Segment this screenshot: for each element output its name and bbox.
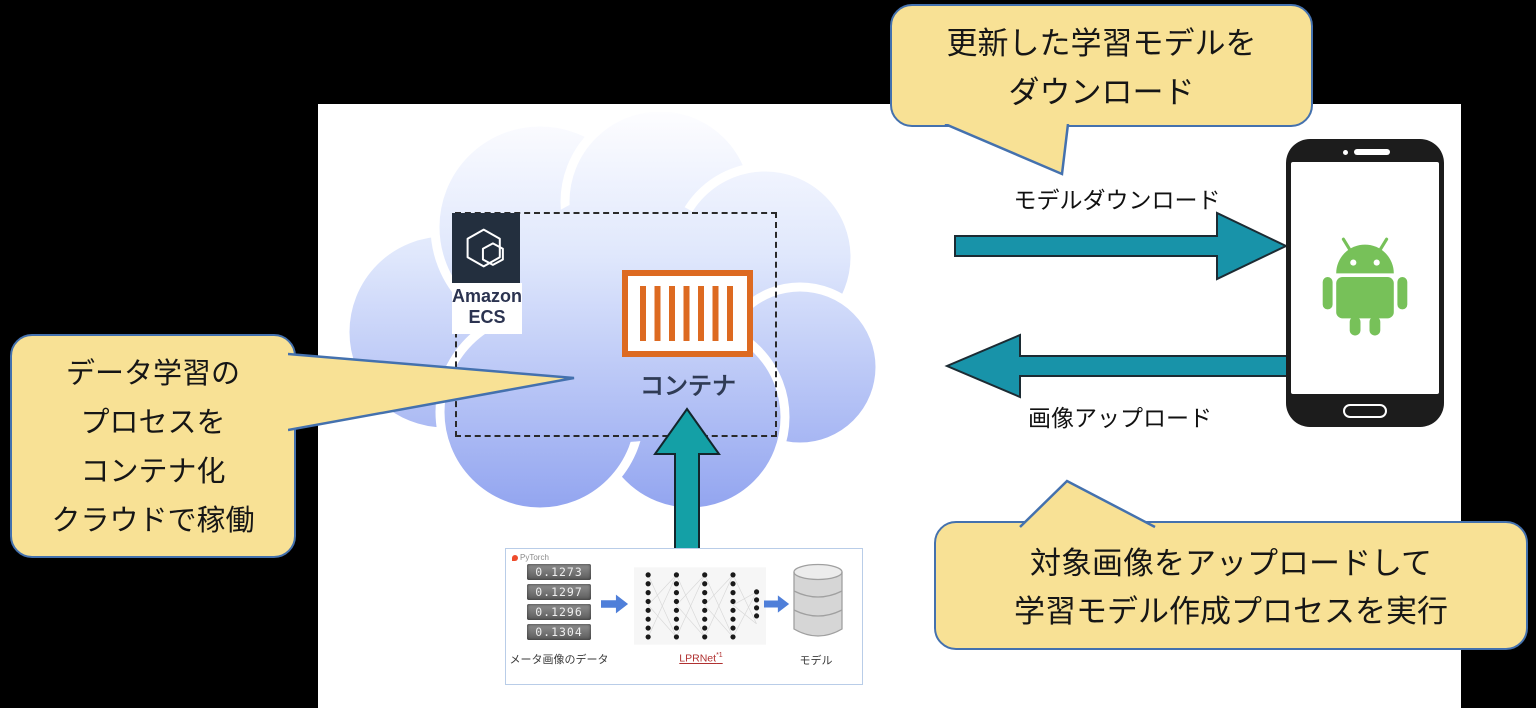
- callout-upload-run-tail: [1019, 479, 1156, 529]
- ecs-hexagon-icon: [466, 228, 504, 268]
- callout-download-tail: [944, 124, 1070, 176]
- image-upload-label: 画像アップロード: [1028, 405, 1212, 431]
- android-robot-icon: [1322, 237, 1408, 336]
- pytorch-logo-text: PyTorch: [520, 553, 549, 562]
- model-download-label: モデルダウンロード: [1013, 187, 1221, 213]
- lprnet-footnote-mark: *1: [716, 652, 723, 659]
- model-download-arrow: [954, 211, 1289, 281]
- meter-image: 0.1297: [527, 584, 591, 600]
- model-label: モデル: [799, 655, 833, 667]
- training-pipeline-box: PyTorch 0.1273 0.1297 0.1296 0.1304 メータ画…: [505, 548, 863, 685]
- smartphone: [1286, 139, 1444, 427]
- callout-line: 対象画像をアップロードして: [1029, 546, 1433, 581]
- callout-line: クラウドで稼働: [51, 505, 255, 537]
- container-icon: [622, 270, 753, 357]
- amazon-ecs-icon: [452, 213, 520, 283]
- callout-containerize-tail: [288, 352, 575, 432]
- callout-line: ダウンロード: [1008, 75, 1195, 110]
- upload-to-container-arrow: [653, 407, 721, 550]
- meter-image: 0.1273: [527, 564, 591, 580]
- pytorch-logo: PyTorch: [512, 553, 549, 562]
- image-upload-arrow: [944, 333, 1288, 399]
- pipeline-arrow-2: [764, 595, 790, 613]
- meter-image: 0.1304: [527, 624, 591, 640]
- ecs-label-line1: Amazon: [452, 286, 523, 306]
- pipeline-arrow-1: [601, 594, 629, 614]
- model-database-icon: [793, 563, 843, 637]
- lprnet-text: LPRNet: [679, 652, 717, 665]
- phone-home-button: [1343, 404, 1387, 418]
- lprnet-label: LPRNet*1: [646, 652, 756, 665]
- amazon-ecs-block: Amazon ECS: [452, 213, 522, 334]
- container-bars: [640, 286, 737, 341]
- container-label: コンテナ: [640, 373, 736, 400]
- meter-image: 0.1296: [527, 604, 591, 620]
- phone-camera-dot: [1343, 150, 1348, 155]
- callout-line: データ学習の: [65, 358, 240, 390]
- amazon-ecs-label: Amazon ECS: [452, 283, 522, 334]
- callout-download-model: 更新した学習モデルを ダウンロード: [890, 4, 1313, 127]
- meter-data-label: メータ画像のデータ: [509, 654, 609, 666]
- callout-line: プロセスを: [80, 407, 226, 439]
- callout-upload-run: 対象画像をアップロードして 学習モデル作成プロセスを実行: [934, 521, 1528, 650]
- phone-screen: [1291, 162, 1439, 394]
- phone-speaker-bar: [1354, 149, 1390, 155]
- pytorch-flame-icon: [512, 554, 518, 561]
- callout-containerize: データ学習の プロセスを コンテナ化 クラウドで稼働: [10, 334, 296, 558]
- callout-line: 学習モデル作成プロセスを実行: [1014, 594, 1448, 629]
- neural-network-diagram: [634, 567, 766, 645]
- callout-line: コンテナ化: [80, 456, 226, 488]
- callout-line: 更新した学習モデルを: [946, 26, 1257, 61]
- ecs-label-line2: ECS: [468, 307, 506, 327]
